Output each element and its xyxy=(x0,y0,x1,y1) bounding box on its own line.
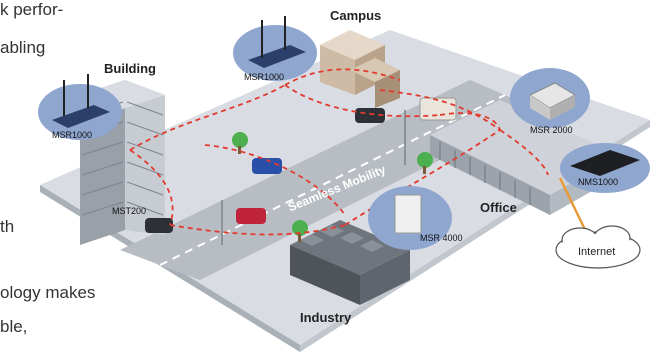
internet-cloud-icon xyxy=(555,225,641,269)
label-msr4000: MSR 4000 xyxy=(420,233,463,243)
campus-building xyxy=(320,30,400,108)
tree-icon xyxy=(292,220,308,242)
wireless-links xyxy=(129,68,549,236)
tree-icon xyxy=(417,152,433,174)
tree-icon xyxy=(232,132,248,154)
side-text-line-2: abling xyxy=(0,38,46,57)
pole-icons xyxy=(221,110,406,245)
msr1000-bubble-left xyxy=(38,74,122,140)
label-internet: Internet xyxy=(578,246,615,258)
car-icon xyxy=(145,218,173,233)
road xyxy=(120,80,540,280)
side-text-line-1: k perfor- xyxy=(0,0,64,19)
car-icon xyxy=(236,208,266,224)
label-campus: Campus xyxy=(330,8,381,23)
side-text-line-4: ology makes xyxy=(0,283,96,302)
msr1000-bubble-top xyxy=(233,16,317,81)
car-icon xyxy=(252,158,282,174)
msr2000-bubble xyxy=(510,68,590,128)
label-office: Office xyxy=(480,200,517,215)
label-msr1000-left: MSR1000 xyxy=(52,130,92,140)
side-text-line-3: th xyxy=(0,217,15,236)
label-msr1000-top: MSR1000 xyxy=(244,72,284,82)
label-building: Building xyxy=(104,61,156,76)
label-nms1000: NMS1000 xyxy=(578,177,618,187)
industry-building xyxy=(290,220,410,305)
msr4000-bubble xyxy=(368,186,452,250)
label-msr2000: MSR 2000 xyxy=(530,125,573,135)
truck-icon xyxy=(419,97,457,121)
label-mst200: MST200 xyxy=(112,206,146,216)
side-text-line-5: ble, xyxy=(0,317,28,336)
car-icon xyxy=(355,108,385,123)
nms1000-bubble xyxy=(560,143,650,193)
label-industry: Industry xyxy=(300,310,352,325)
